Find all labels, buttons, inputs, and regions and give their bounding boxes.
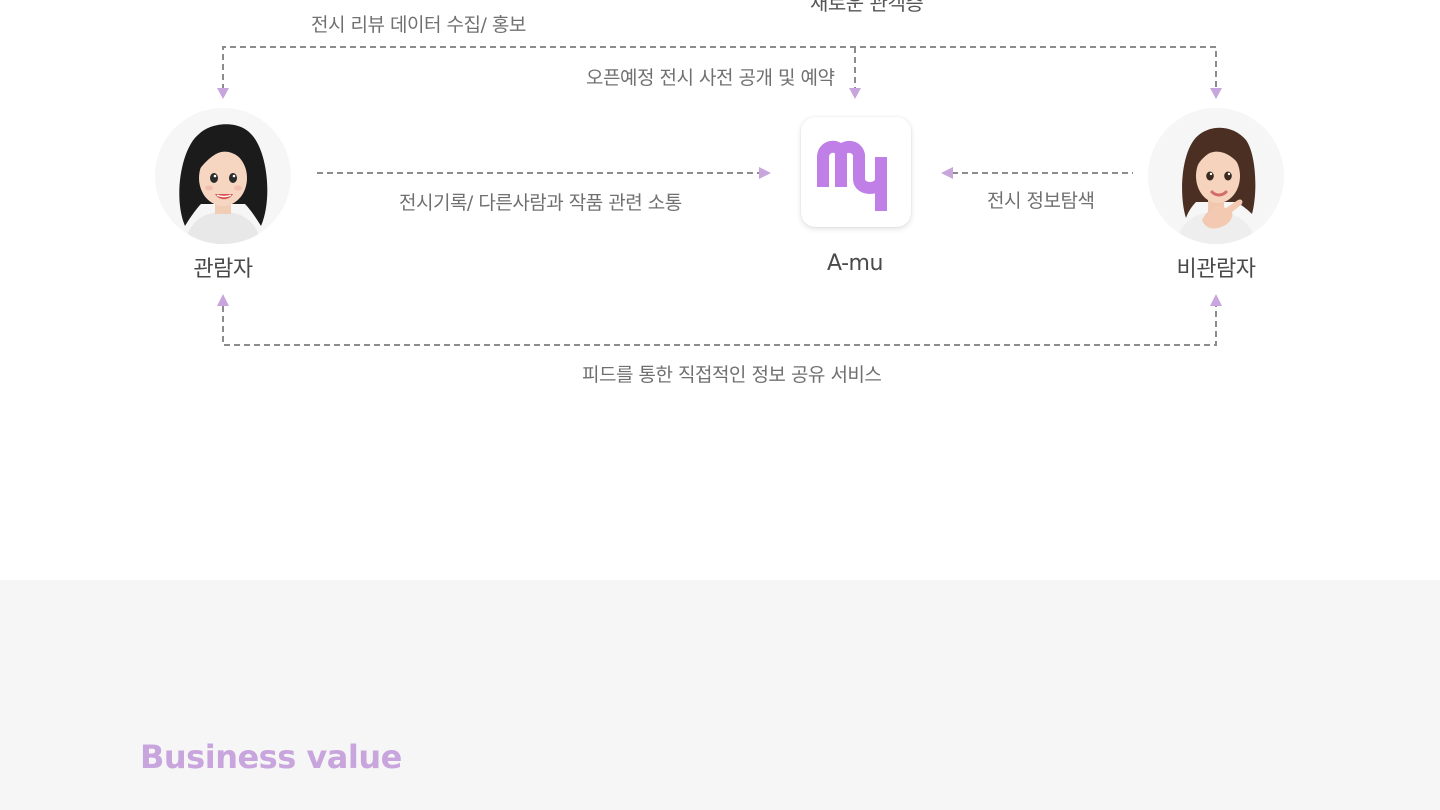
non-visitor-to-app-arrowhead — [941, 167, 953, 179]
node-label-visitor: 관람자 — [193, 257, 253, 282]
visitor-avatar-icon — [155, 108, 291, 244]
edge-label-feed-share: 피드를 통한 직접적인 정보 공유 서비스 — [582, 364, 882, 386]
connector-lines — [217, 46, 1222, 346]
visitor-to-app-arrowhead — [759, 167, 771, 179]
top-left-arrowhead — [217, 88, 229, 99]
top-bracket-line — [222, 46, 1217, 90]
service-flow-diagram: 새로운 관객층 전시 리뷰 데이터 수집/ 홍보 오픈예정 전시 사전 공개 및… — [155, 0, 1284, 386]
top-cut-label: 새로운 관객층 — [810, 0, 924, 15]
bottom-right-arrowhead — [1210, 294, 1222, 306]
bottom-left-arrowhead — [217, 294, 229, 306]
non-visitor-avatar — [1148, 108, 1284, 244]
edge-label-info-search: 전시 정보탐색 — [987, 190, 1095, 212]
section-title-business-value: Business value — [140, 738, 402, 776]
bottom-bracket-line — [222, 306, 1217, 346]
top-right-arrowhead — [1210, 88, 1222, 99]
non-visitor-avatar-icon — [1148, 108, 1284, 244]
node-label-non-visitor: 비관람자 — [1176, 257, 1256, 282]
center-drop-arrowhead — [849, 88, 861, 99]
node-label-app: A-mu — [827, 251, 883, 276]
business-value-section: Business value — [0, 580, 1440, 810]
edge-label-open-schedule: 오픈예정 전시 사전 공개 및 예약 — [586, 67, 835, 89]
app-icon — [801, 117, 911, 227]
visitor-avatar — [155, 108, 291, 244]
app-logo-icon — [817, 140, 887, 211]
edge-label-record-communicate: 전시기록/ 다른사람과 작품 관련 소통 — [399, 192, 682, 214]
edge-label-review-collect: 전시 리뷰 데이터 수집/ 홍보 — [311, 14, 526, 36]
